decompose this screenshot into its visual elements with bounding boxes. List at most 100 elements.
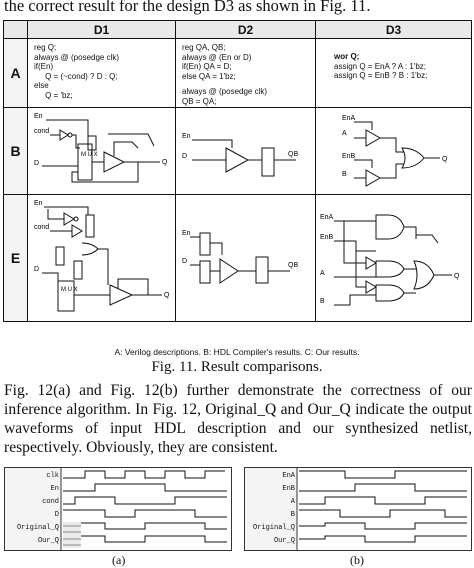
code-line: if(En) bbox=[34, 62, 54, 72]
circuit-b-d1: En cond D M U X Q bbox=[27, 106, 176, 195]
row-label-b: B bbox=[3, 106, 28, 195]
code-line: Q = 'bz; bbox=[34, 90, 73, 100]
code-line: assign Q = EnB ? B : 1'bz; bbox=[334, 71, 428, 81]
signal-label: Our_Q bbox=[274, 537, 295, 545]
waveform-b-label: (b) bbox=[350, 553, 364, 567]
wave-our-q bbox=[299, 535, 467, 543]
label-qb: QB bbox=[288, 262, 298, 269]
circuit-b-d2: En D QB bbox=[175, 106, 316, 195]
code-line: else bbox=[34, 81, 49, 91]
label-q: Q bbox=[442, 156, 448, 163]
label-q: Q bbox=[164, 292, 170, 299]
label-cond: cond bbox=[34, 224, 49, 231]
code-line: Q = (~cond) ? D : Q; bbox=[34, 71, 118, 81]
waveform-b-svg: EnA EnB A B Original_Q Our_Q bbox=[245, 468, 467, 550]
signal-label: B bbox=[291, 511, 295, 519]
table-row-a: A reg Q;always @ (posedge clk)if(En) Q =… bbox=[3, 38, 472, 108]
label-mux: M U X bbox=[61, 287, 78, 293]
signal-label: A bbox=[291, 498, 296, 506]
figure-legend: A: Verilog descriptions. B: HDL Compiler… bbox=[114, 347, 360, 357]
circuit-e-d3-schematic: EnA EnB A B Q bbox=[320, 214, 460, 306]
code-line: if(En) QA = D; bbox=[182, 62, 232, 72]
label-en: En bbox=[182, 230, 191, 237]
code-line: reg QA, QB; bbox=[182, 43, 226, 52]
table-row-b: B En cond D M U X Q E bbox=[3, 106, 472, 195]
signal-label: Original_Q bbox=[17, 524, 59, 532]
circuit-b-d3: EnA A EnB B Q bbox=[315, 106, 472, 195]
label-cond: cond bbox=[34, 128, 49, 135]
wave-original-q bbox=[299, 522, 467, 530]
code-line: always @ (En or D) bbox=[182, 52, 252, 62]
label-a: A bbox=[342, 130, 347, 137]
code-line: always @ (posedge clk) bbox=[182, 87, 268, 97]
body-paragraph: Fig. 12(a) and Fig. 12(b) further demons… bbox=[4, 381, 472, 457]
wave-b bbox=[299, 509, 467, 518]
wave-en bbox=[63, 483, 227, 492]
wave-our-q bbox=[63, 535, 227, 546]
wave-a bbox=[299, 496, 467, 505]
label-en: En bbox=[34, 200, 43, 207]
wave-original-q bbox=[63, 522, 227, 533]
code-line: assign Q = EnA ? A : 1'bz; bbox=[334, 61, 427, 71]
signal-label: Our_Q bbox=[38, 537, 59, 545]
waveform-panel-b: EnA EnB A B Original_Q Our_Q bbox=[244, 467, 472, 551]
signal-label: EnB bbox=[282, 485, 295, 493]
table-row-e: E En cond D M U X Q E bbox=[3, 193, 472, 322]
signal-label: cond bbox=[42, 498, 59, 506]
code-d3: wor Q;assign Q = EnA ? A : 1'bz;assign Q… bbox=[315, 38, 472, 108]
top-line-text: the correct result for the design D3 as … bbox=[4, 0, 371, 15]
circuit-e-d2: En D QB bbox=[175, 193, 316, 322]
row-label-a: A bbox=[3, 38, 28, 108]
label-q: Q bbox=[162, 159, 168, 166]
label-mux: M U X bbox=[81, 152, 98, 158]
code-line: reg Q; bbox=[34, 43, 57, 52]
label-d: D bbox=[34, 160, 39, 167]
circuit-e-d1-schematic: En cond D M U X Q bbox=[34, 200, 170, 312]
table-header-row: D1 D2 D3 bbox=[3, 20, 472, 39]
signal-label: D bbox=[55, 511, 59, 519]
waveform-panel-a: clk En cond D Original_Q Our_Q bbox=[4, 467, 232, 551]
signal-label: EnA bbox=[282, 472, 295, 480]
header-d1: D1 bbox=[27, 20, 176, 39]
label-d: D bbox=[182, 258, 187, 265]
label-qb: QB bbox=[288, 151, 298, 158]
label-en: En bbox=[182, 133, 191, 140]
label-ena: EnA bbox=[320, 214, 334, 221]
circuit-e-d3: EnA EnB A B Q bbox=[315, 193, 472, 322]
label-d: D bbox=[34, 266, 39, 273]
label-enb: EnB bbox=[342, 153, 356, 160]
signal-label: En bbox=[51, 485, 59, 493]
waveform-a-label: (a) bbox=[112, 553, 126, 567]
code-line: else QA = 1'bz; bbox=[182, 71, 236, 81]
label-ena: EnA bbox=[342, 115, 356, 122]
label-b: B bbox=[320, 298, 325, 305]
circuit-b-d3-schematic: EnA A EnB B Q bbox=[342, 115, 448, 187]
code-d2: reg QA, QB;always @ (En or D)if(En) QA =… bbox=[175, 38, 316, 108]
wave-clk bbox=[63, 470, 225, 479]
row-label-e: E bbox=[3, 193, 28, 322]
code-line: QB = QA; bbox=[182, 96, 217, 106]
circuit-b-d1-schematic: En cond D M U X Q bbox=[34, 113, 168, 183]
signal-label: Original_Q bbox=[253, 524, 295, 532]
code-line: always @ (posedge clk) bbox=[34, 52, 120, 62]
circuit-b-d2-schematic: En D QB bbox=[182, 133, 298, 177]
figure-caption: Fig. 11. Result comparisons. bbox=[151, 359, 323, 375]
code-d1: reg Q;always @ (posedge clk)if(En) Q = (… bbox=[27, 38, 176, 108]
label-enb: EnB bbox=[320, 234, 334, 241]
circuit-e-d2-schematic: En D QB bbox=[182, 230, 298, 284]
signal-label: clk bbox=[46, 472, 59, 480]
label-d: D bbox=[182, 153, 187, 160]
wave-d bbox=[63, 509, 227, 518]
header-d3: D3 bbox=[315, 20, 472, 39]
header-corner bbox=[3, 20, 28, 39]
wave-enb bbox=[299, 483, 467, 492]
circuit-e-d1: En cond D M U X Q bbox=[27, 193, 176, 322]
label-b: B bbox=[342, 171, 347, 178]
header-d2: D2 bbox=[175, 20, 316, 39]
label-a: A bbox=[320, 270, 325, 277]
paragraph-text: Fig. 12(a) and Fig. 12(b) further demons… bbox=[4, 382, 472, 456]
waveform-a-svg: clk En cond D Original_Q Our_Q bbox=[5, 468, 227, 550]
code-line: wor Q; bbox=[334, 52, 360, 61]
label-q: Q bbox=[454, 273, 460, 280]
wave-ena bbox=[299, 470, 467, 479]
